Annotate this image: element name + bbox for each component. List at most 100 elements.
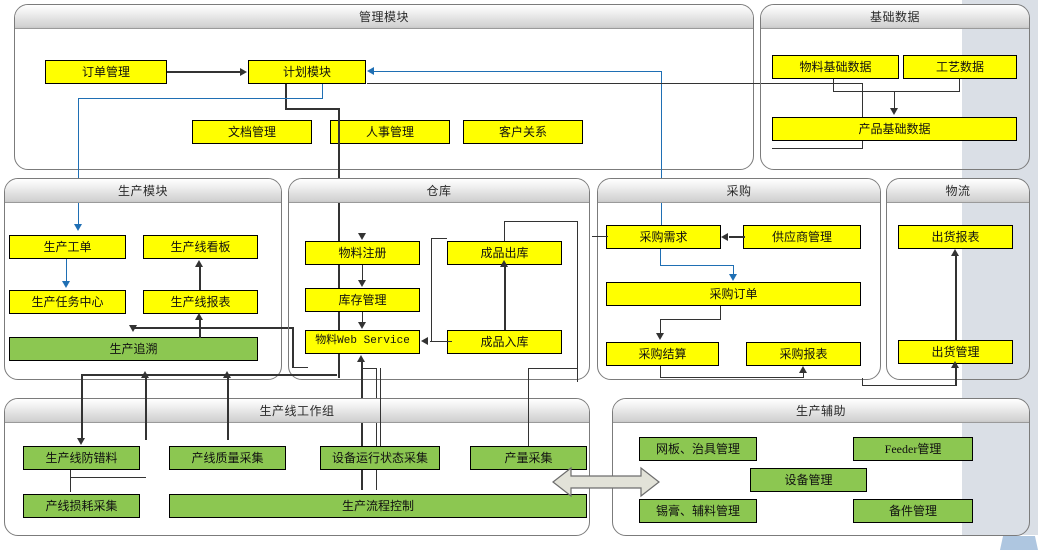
- node-feeder-management[interactable]: Feeder管理: [853, 437, 973, 461]
- node-production-process-control[interactable]: 生产流程控制: [169, 494, 587, 518]
- edge-outbound-top-h: [504, 221, 578, 222]
- edge-purchase-to-plan-arrow: [367, 67, 374, 75]
- edge-quality-up-b: [227, 374, 229, 440]
- group-title-production: 生产模块: [5, 179, 281, 203]
- edge-quality-up: [145, 374, 147, 440]
- background-band: [962, 0, 1038, 535]
- node-line-loss-collection[interactable]: 产线损耗采集: [23, 494, 140, 518]
- edge-plan-blue-left: [78, 98, 323, 99]
- node-production-task-center[interactable]: 生产任务中心: [9, 290, 126, 314]
- node-material-basic-data[interactable]: 物料基础数据: [772, 55, 899, 79]
- edge-order-to-settle-v1: [720, 306, 721, 320]
- edge-workgroup-to-ws-bh: [361, 368, 377, 369]
- node-equipment-status-collection[interactable]: 设备运行状态采集: [320, 446, 440, 470]
- node-material-registration[interactable]: 物料注册: [305, 241, 420, 265]
- group-purchasing: 采购: [597, 178, 881, 380]
- edge-outbound-right-v: [577, 221, 578, 382]
- edge-req-to-order-arrow: [729, 274, 737, 281]
- edge-basic-down-left: [862, 83, 863, 149]
- group-title-management: 管理模块: [15, 5, 753, 29]
- edge-into-shipmgmt-arrow: [951, 361, 959, 368]
- node-solder-paste-management[interactable]: 锡膏、辅料管理: [639, 499, 757, 523]
- node-line-quality-collection[interactable]: 产线质量采集: [169, 446, 286, 470]
- edge-into-shipmgmt-v: [862, 378, 863, 386]
- edge-order-to-plan: [167, 71, 240, 73]
- edge-into-shipmgmt: [955, 364, 957, 386]
- edge-into-trace-v: [292, 327, 294, 367]
- edge-purchase-to-plan-v: [661, 71, 662, 230]
- node-process-data[interactable]: 工艺数据: [903, 55, 1017, 79]
- edge-inventory-to-ws-arrow: [358, 322, 366, 329]
- group-title-purchasing: 采购: [598, 179, 880, 203]
- group-production-assist: 生产辅助: [612, 398, 1030, 536]
- edge-trace-to-errorproof-arrow: [77, 438, 85, 445]
- edge-settle-to-report-v2: [803, 372, 804, 378]
- node-stencil-fixture-management[interactable]: 网板、治具管理: [639, 437, 757, 461]
- node-document-management[interactable]: 文档管理: [192, 120, 312, 144]
- edge-inbound-to-ws-h: [430, 341, 452, 342]
- node-customer-relations[interactable]: 客户关系: [463, 120, 583, 144]
- edge-quality-up-arrow: [141, 371, 149, 378]
- edge-inventory-to-ws: [362, 312, 363, 323]
- node-material-web-service[interactable]: 物料Web Service: [305, 330, 420, 354]
- edge-order-to-settle-arrow: [656, 333, 664, 340]
- edge-order-to-settle-h: [660, 319, 721, 320]
- edge-shipmgmt-to-report: [955, 255, 957, 340]
- node-spare-parts-management[interactable]: 备件管理: [853, 499, 973, 523]
- edge-linereport-to-board-arrow: [195, 260, 203, 267]
- edge-loss-to-quality-v1: [70, 470, 71, 492]
- edge-to-material-registration-arrow: [358, 233, 366, 240]
- group-title-production-assist: 生产辅助: [613, 399, 1029, 423]
- group-title-basic-data: 基础数据: [761, 5, 1029, 29]
- edge-linereport-to-board: [199, 266, 201, 290]
- group-production: 生产模块: [4, 178, 282, 380]
- node-order-management[interactable]: 订单管理: [45, 60, 167, 84]
- group-basic-data: 基础数据: [760, 4, 1030, 170]
- edge-matreg-to-inventory: [362, 265, 363, 281]
- edge-output-up-h: [528, 368, 578, 369]
- edge-req-to-order-v1: [660, 249, 661, 266]
- node-production-line-report[interactable]: 生产线报表: [143, 290, 258, 314]
- edge-order-to-settle-v2: [660, 319, 661, 334]
- edge-trace-to-errorproof-h: [81, 374, 337, 376]
- node-equipment-management[interactable]: 设备管理: [750, 468, 867, 492]
- node-supplier-management[interactable]: 供应商管理: [743, 225, 861, 249]
- node-finished-goods-inbound[interactable]: 成品入库: [447, 330, 562, 354]
- edge-req-to-order-v2: [733, 265, 734, 277]
- edge-process-data-down: [959, 79, 960, 92]
- group-management: 管理模块: [14, 4, 754, 170]
- node-production-line-board[interactable]: 生产线看板: [143, 235, 258, 259]
- edge-inbound-to-outbound-arrow: [500, 260, 508, 267]
- edge-inbound-to-ws-v: [431, 238, 432, 342]
- edge-shipmgmt-to-report-arrow: [951, 249, 959, 256]
- node-purchase-order[interactable]: 采购订单: [606, 282, 861, 306]
- edge-ws-left-h: [292, 367, 308, 368]
- node-product-basic-data[interactable]: 产品基础数据: [772, 117, 1017, 141]
- node-shipment-report[interactable]: 出货报表: [898, 225, 1013, 249]
- node-production-work-order[interactable]: 生产工单: [9, 235, 126, 259]
- node-purchase-report[interactable]: 采购报表: [746, 342, 861, 366]
- node-line-error-proofing[interactable]: 生产线防错料: [23, 446, 140, 470]
- node-hr-management[interactable]: 人事管理: [330, 120, 450, 144]
- edge-plan-blue-down: [322, 84, 323, 98]
- node-purchase-settlement[interactable]: 采购结算: [606, 342, 719, 366]
- group-body-basic-data: [761, 28, 1029, 169]
- node-production-traceability[interactable]: 生产追溯: [9, 337, 258, 361]
- node-inventory-management[interactable]: 库存管理: [305, 288, 420, 312]
- edge-req-left-stub: [592, 236, 608, 237]
- edge-product-basic-arrow: [890, 108, 898, 115]
- group-logistics: 物流: [886, 178, 1030, 380]
- node-purchase-requirement[interactable]: 采购需求: [606, 225, 721, 249]
- edge-req-to-order-h: [660, 265, 734, 266]
- edge-equipstatus-up: [380, 368, 381, 446]
- group-title-line-workgroup: 生产线工作组: [5, 399, 589, 423]
- node-shipment-management[interactable]: 出货管理: [898, 340, 1013, 364]
- group-warehouse: 仓库: [288, 178, 590, 380]
- edge-settle-to-report-arrow: [799, 366, 807, 373]
- edge-workorder-to-task-arrow: [62, 281, 70, 288]
- node-output-collection[interactable]: 产量采集: [470, 446, 587, 470]
- edge-trace-to-errorproof-v: [81, 374, 83, 440]
- edge-basic-merge-down: [894, 91, 895, 109]
- node-plan-module[interactable]: 计划模块: [248, 60, 366, 84]
